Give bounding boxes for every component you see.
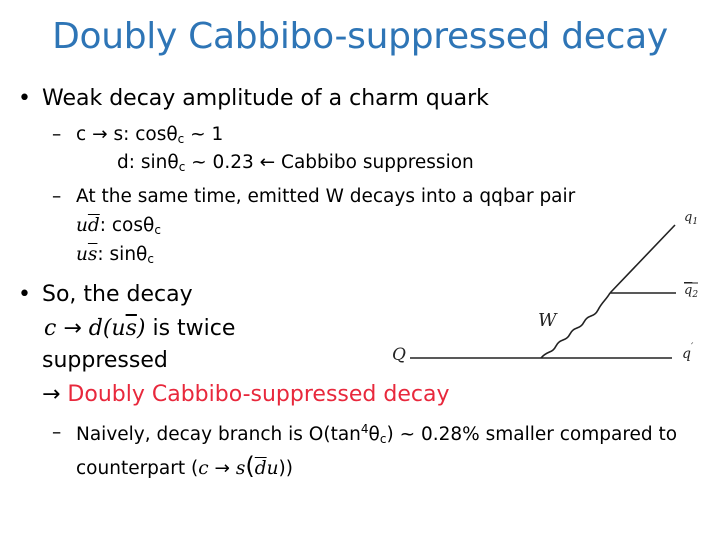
doubly-suppressed-line: → Doubly Cabbibo-suppressed decay [42, 382, 449, 407]
bullet-dot: • [18, 86, 31, 111]
eq-sbar: s [125, 316, 137, 341]
big-q-label: Q [392, 345, 406, 365]
eq-close: ) [136, 316, 146, 341]
us-sin-label: : sinθ [97, 244, 148, 265]
dash-marker: – [52, 422, 62, 443]
naive-text-a: Naively, decay branch is O(tan [76, 424, 361, 445]
naive-text-c: ) ~ 0.28% smaller compared to [386, 424, 678, 445]
ud-line: ud: cosθc [76, 215, 161, 237]
arrow-right-icon: → [92, 124, 108, 145]
subscript-c: c [154, 223, 161, 237]
s-cos-label: s: cosθ [113, 124, 178, 145]
subscript-c: c [178, 160, 186, 174]
cp-open-paren: ( [245, 452, 255, 480]
u-quark: u [76, 244, 88, 265]
w-decay-line: At the same time, emitted W decays into … [76, 186, 576, 207]
c-label: c [76, 124, 87, 145]
d-sin-line: d: sinθc ~ 0.23 ← Cabbibo suppression [117, 152, 474, 174]
subscript-c: c [379, 432, 387, 446]
theta: θ [368, 424, 380, 445]
q2-label: q2 [684, 283, 698, 300]
dbar-quark: d [87, 215, 100, 236]
w-label: W [538, 310, 558, 331]
arrow-right-icon: → [214, 458, 231, 479]
c-to-s-value: ~ 1 [184, 124, 224, 145]
u-quark: u [76, 215, 88, 236]
decay-equation-line: c → d(us) is twice [44, 316, 235, 341]
eq-c: c [44, 316, 57, 341]
so-decay-label: So, the decay [42, 282, 193, 307]
eq-d-u: d(u [88, 316, 126, 341]
cp-dbar: d [254, 458, 267, 479]
q-prime-label: q′ [682, 342, 694, 362]
twice-label: is twice [145, 316, 236, 341]
slide-title: Doubly Cabbibo-suppressed decay [52, 16, 668, 57]
cp-close: )) [278, 458, 293, 479]
cp-s: s [235, 458, 246, 479]
d-sin-value: ~ 0.23 [185, 152, 260, 173]
q1-label: q1 [684, 210, 698, 227]
arrow-right-icon: → [42, 382, 61, 407]
w-boson-line [540, 292, 611, 359]
ud-cos-label: : cosθ [99, 215, 155, 236]
d-sin-label: d: sinθ [117, 152, 179, 173]
sbar-quark: s [87, 244, 98, 265]
bullet-weak-decay: Weak decay amplitude of a charm quark [42, 86, 489, 111]
cp-u: u [266, 458, 279, 479]
dash-marker: – [52, 186, 62, 207]
cp-c: c [198, 458, 209, 479]
dash-marker: – [52, 124, 62, 145]
subscript-c: c [147, 252, 154, 266]
counterpart-label: counterpart ( [76, 458, 199, 479]
superscript-4: 4 [360, 422, 369, 436]
counterpart-line: counterpart (c → s(du)) [76, 452, 293, 480]
q1-line [609, 224, 676, 294]
us-line: us: sinθc [76, 244, 154, 266]
suppressed-label: suppressed [42, 348, 168, 373]
bullet-dot: • [18, 282, 31, 307]
subscript-c: c [177, 132, 185, 146]
doubly-cabbibo-label: Doubly Cabbibo-suppressed decay [60, 382, 450, 407]
arrow-right-icon: → [63, 316, 82, 341]
cabbibo-suppression-label: Cabbibo suppression [275, 152, 474, 173]
naive-line: Naively, decay branch is O(tan4θc) ~ 0.2… [76, 422, 677, 446]
c-to-s-line: c → s: cosθc ~ 1 [76, 124, 223, 146]
arrow-left-icon: ← [259, 152, 276, 173]
